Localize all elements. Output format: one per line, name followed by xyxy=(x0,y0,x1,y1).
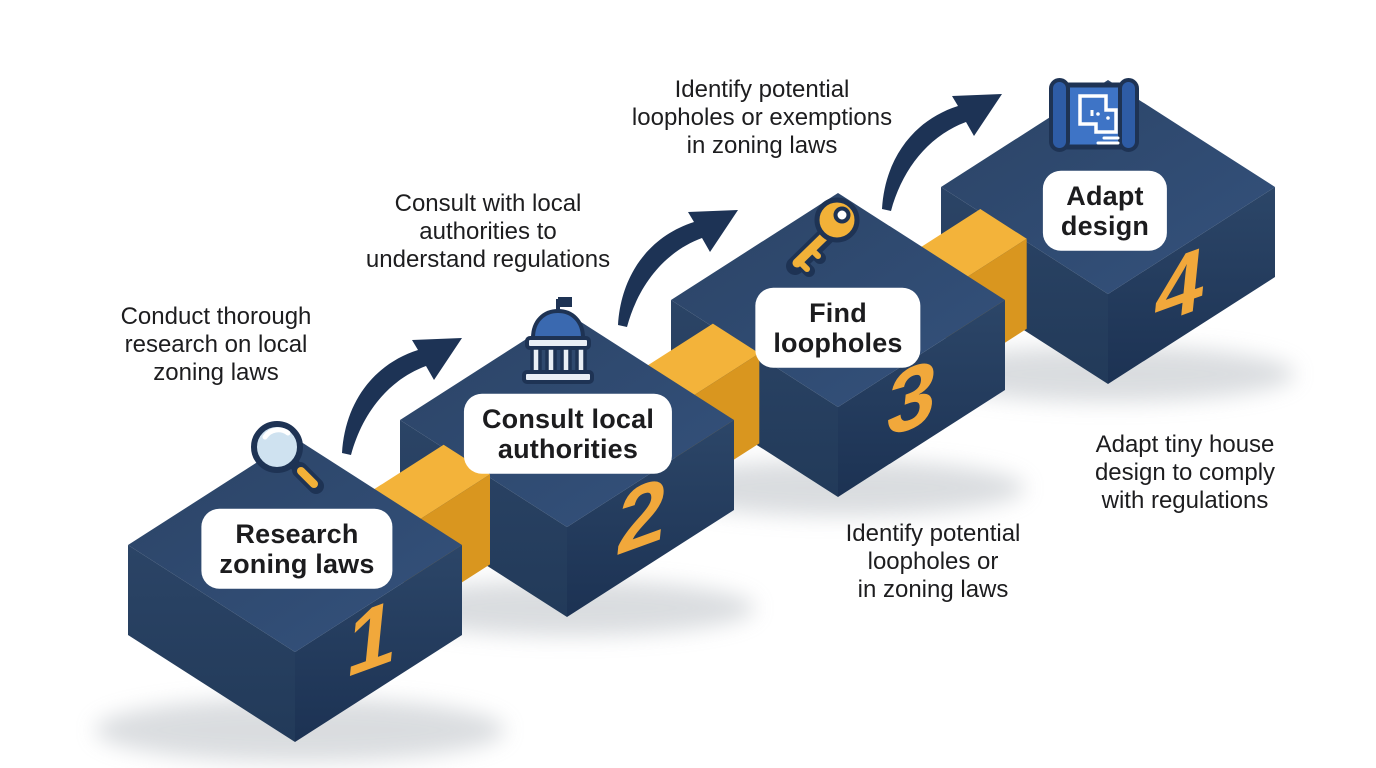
step-1-annotation: Conduct thorough research on local zonin… xyxy=(120,303,312,386)
step-3-label: Find loopholes xyxy=(755,287,921,369)
step-2-label: Consult local authorities xyxy=(463,393,673,475)
step-4-annotation: Adapt tiny house design to comply with r… xyxy=(1094,431,1276,514)
step-2-annotation: Consult with local authorities to unders… xyxy=(365,190,611,273)
blueprint-icon xyxy=(1049,78,1139,152)
step-1-label: Research zoning laws xyxy=(201,508,393,590)
step-4-label: Adapt design xyxy=(1042,170,1168,252)
key-icon xyxy=(786,197,860,277)
government-building-icon xyxy=(522,297,594,384)
step-3-annotation: Identify potential loopholes or exemptio… xyxy=(631,76,893,159)
extra-annotation: Identify potential loopholes or in zonin… xyxy=(845,520,1021,603)
magnifier-icon xyxy=(251,421,324,494)
